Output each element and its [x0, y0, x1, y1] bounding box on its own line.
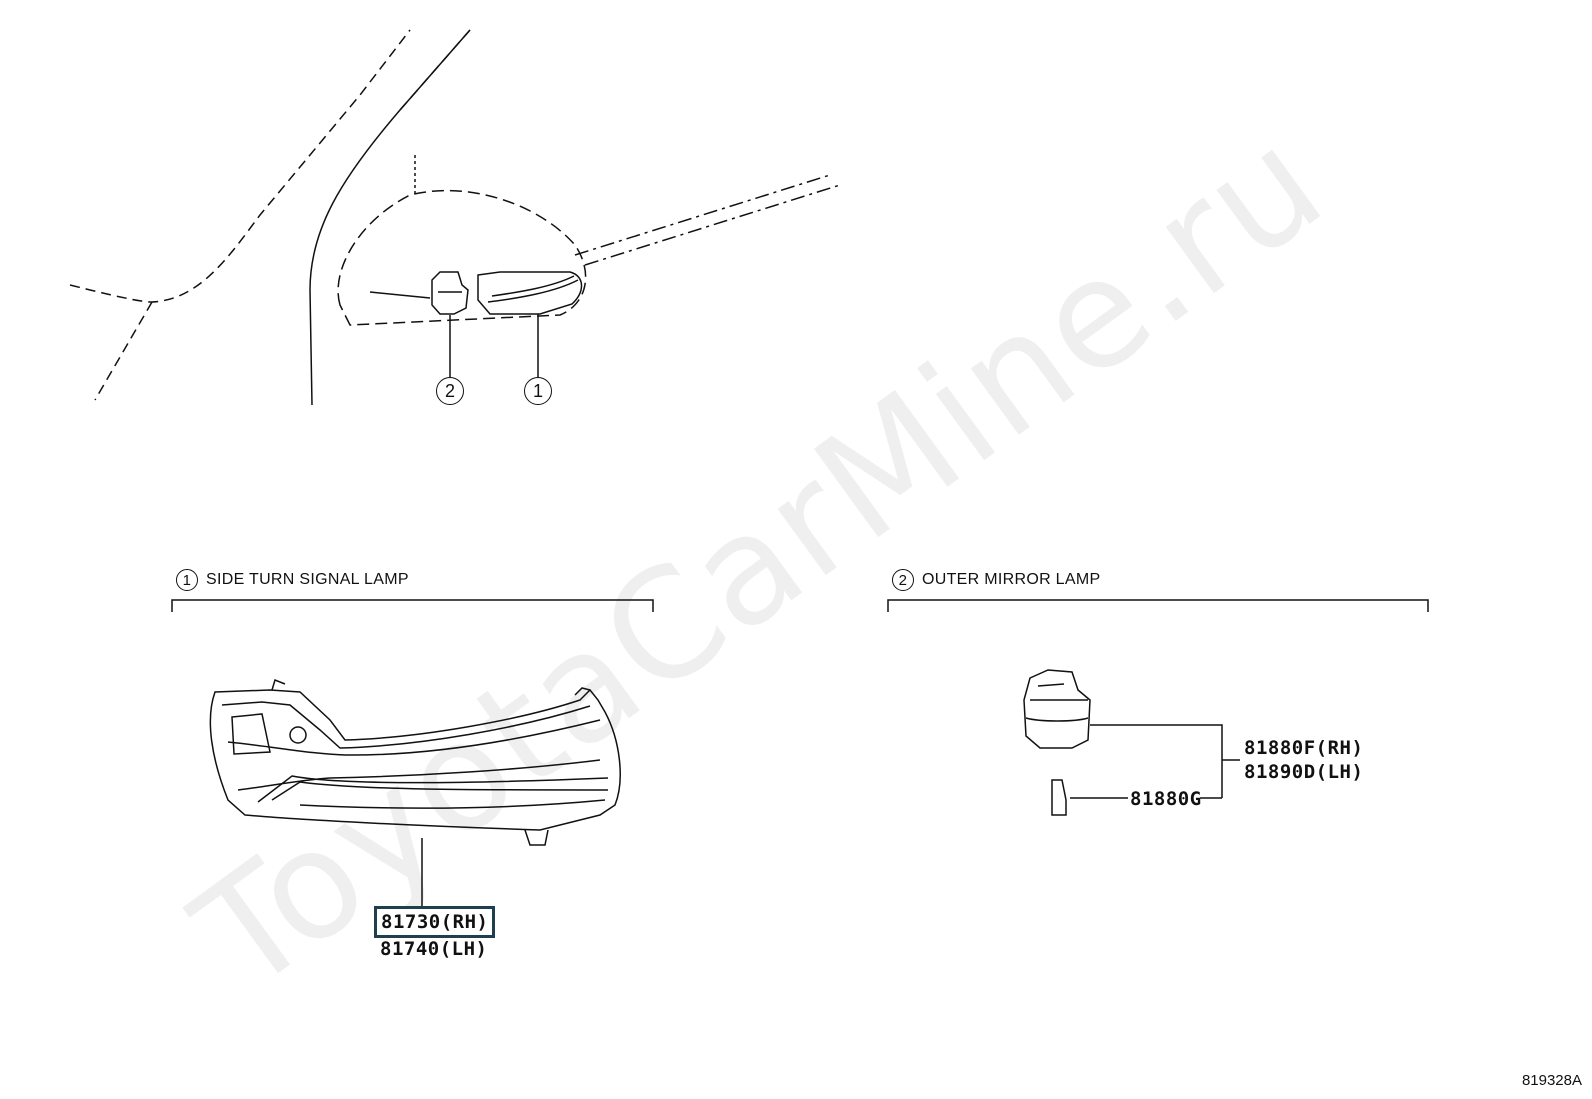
- overview-mirror-lamp: [431, 271, 469, 315]
- leader-socket: [1090, 724, 1223, 798]
- part-number-81890d-lh[interactable]: 81890D(LH): [1244, 761, 1364, 783]
- a-pillar-dash: [399, 29, 471, 111]
- callout-2: 2: [436, 377, 464, 405]
- callout-1: 1: [524, 377, 552, 405]
- door-outline: [69, 29, 411, 303]
- outer-mirror-lamp-drawing: [1023, 669, 1240, 816]
- part-number-81880f-rh[interactable]: 81880F(RH): [1244, 737, 1364, 759]
- highlighted-part-81730[interactable]: 81730(RH): [374, 906, 496, 938]
- section-side-turn-signal-lamp: 1 SIDE TURN SIGNAL LAMP: [176, 569, 409, 591]
- pillar-outline: [94, 301, 153, 401]
- bulb: [1051, 779, 1067, 816]
- part-number-81740-lh[interactable]: 81740(LH): [380, 938, 488, 960]
- side-turn-signal-lamp-drawing: [209, 678, 621, 908]
- overview-turn-signal: [477, 271, 583, 315]
- mirror-housing-outline: [337, 189, 587, 326]
- section-title-outer-mirror: OUTER MIRROR LAMP: [922, 571, 1101, 588]
- bracket-side-turn: [171, 599, 654, 612]
- mirror-arm-dashdot-2: [584, 184, 841, 266]
- bracket-outer-mirror: [887, 599, 1429, 612]
- part-number-81730-rh[interactable]: 81730(RH): [381, 911, 489, 933]
- section-outer-mirror-lamp: 2 OUTER MIRROR LAMP: [892, 569, 1100, 591]
- a-pillar-outline: [309, 29, 471, 406]
- mirror-arm-dashdot-1: [574, 174, 831, 256]
- section-title-side-turn: SIDE TURN SIGNAL LAMP: [206, 571, 409, 588]
- section-number-1: 1: [176, 569, 198, 591]
- part-number-81880g[interactable]: 81880G: [1130, 788, 1202, 810]
- section-number-2: 2: [892, 569, 914, 591]
- diagram-id: 819328A: [1521, 1072, 1582, 1089]
